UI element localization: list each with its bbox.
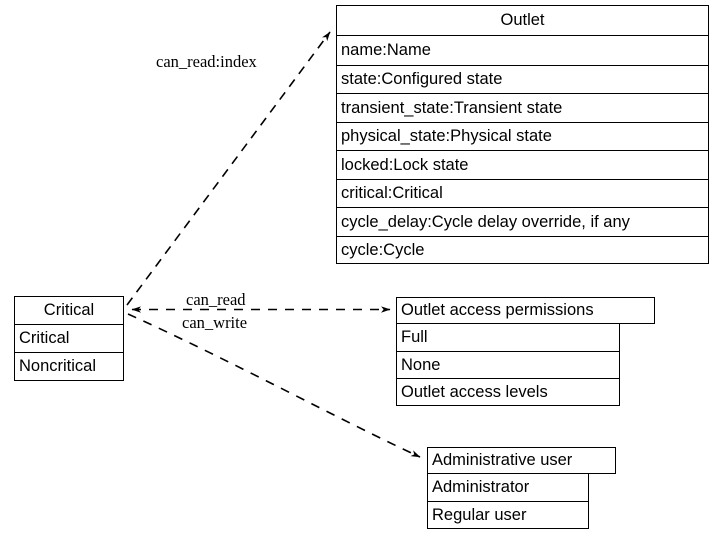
class-attributes-outlet-access-permissions: Full None Outlet access levels (396, 324, 620, 406)
class-attribute-row: cycle:Cycle (337, 235, 708, 265)
class-attribute-row: Full (401, 328, 428, 347)
class-title-outlet: Outlet (336, 5, 709, 36)
edge-label-can-read: can_read (186, 290, 246, 309)
class-title-administrative-user: Administrative user (427, 447, 616, 474)
class-attribute-row: Noncritical (15, 352, 123, 379)
class-attribute-row: None (397, 351, 619, 378)
edge-label-can-read-index: can_read:index (156, 52, 257, 71)
class-title-outlet-access-permissions: Outlet access permissions (396, 297, 655, 324)
class-attribute-row: cycle_delay:Cycle delay override, if any (337, 207, 708, 236)
class-attribute-row: locked:Lock state (337, 150, 708, 179)
class-attributes-administrative-user: Administrator Regular user (427, 474, 589, 529)
class-attributes-critical: Critical Noncritical (14, 325, 124, 381)
class-attributes-outlet: name:Name state:Configured state transie… (336, 36, 709, 264)
edge-critical-to-outlet (126, 31, 331, 306)
class-attribute-row: Critical (19, 329, 70, 348)
class-attribute-row: Administrator (432, 478, 530, 497)
class-attribute-row: transient_state:Transient state (337, 93, 708, 122)
class-attribute-row: Regular user (428, 501, 588, 528)
class-attribute-row: Outlet access levels (397, 378, 619, 405)
edge-label-can-write: can_write (182, 313, 248, 332)
class-attribute-row: name:Name (341, 41, 431, 59)
edge-critical-to-admin-user (127, 313, 421, 458)
class-attribute-row: physical_state:Physical state (337, 121, 708, 151)
class-attribute-row: state:Configured state (337, 64, 708, 94)
class-title-critical: Critical (14, 296, 124, 325)
class-attribute-row: critical:Critical (337, 178, 708, 208)
